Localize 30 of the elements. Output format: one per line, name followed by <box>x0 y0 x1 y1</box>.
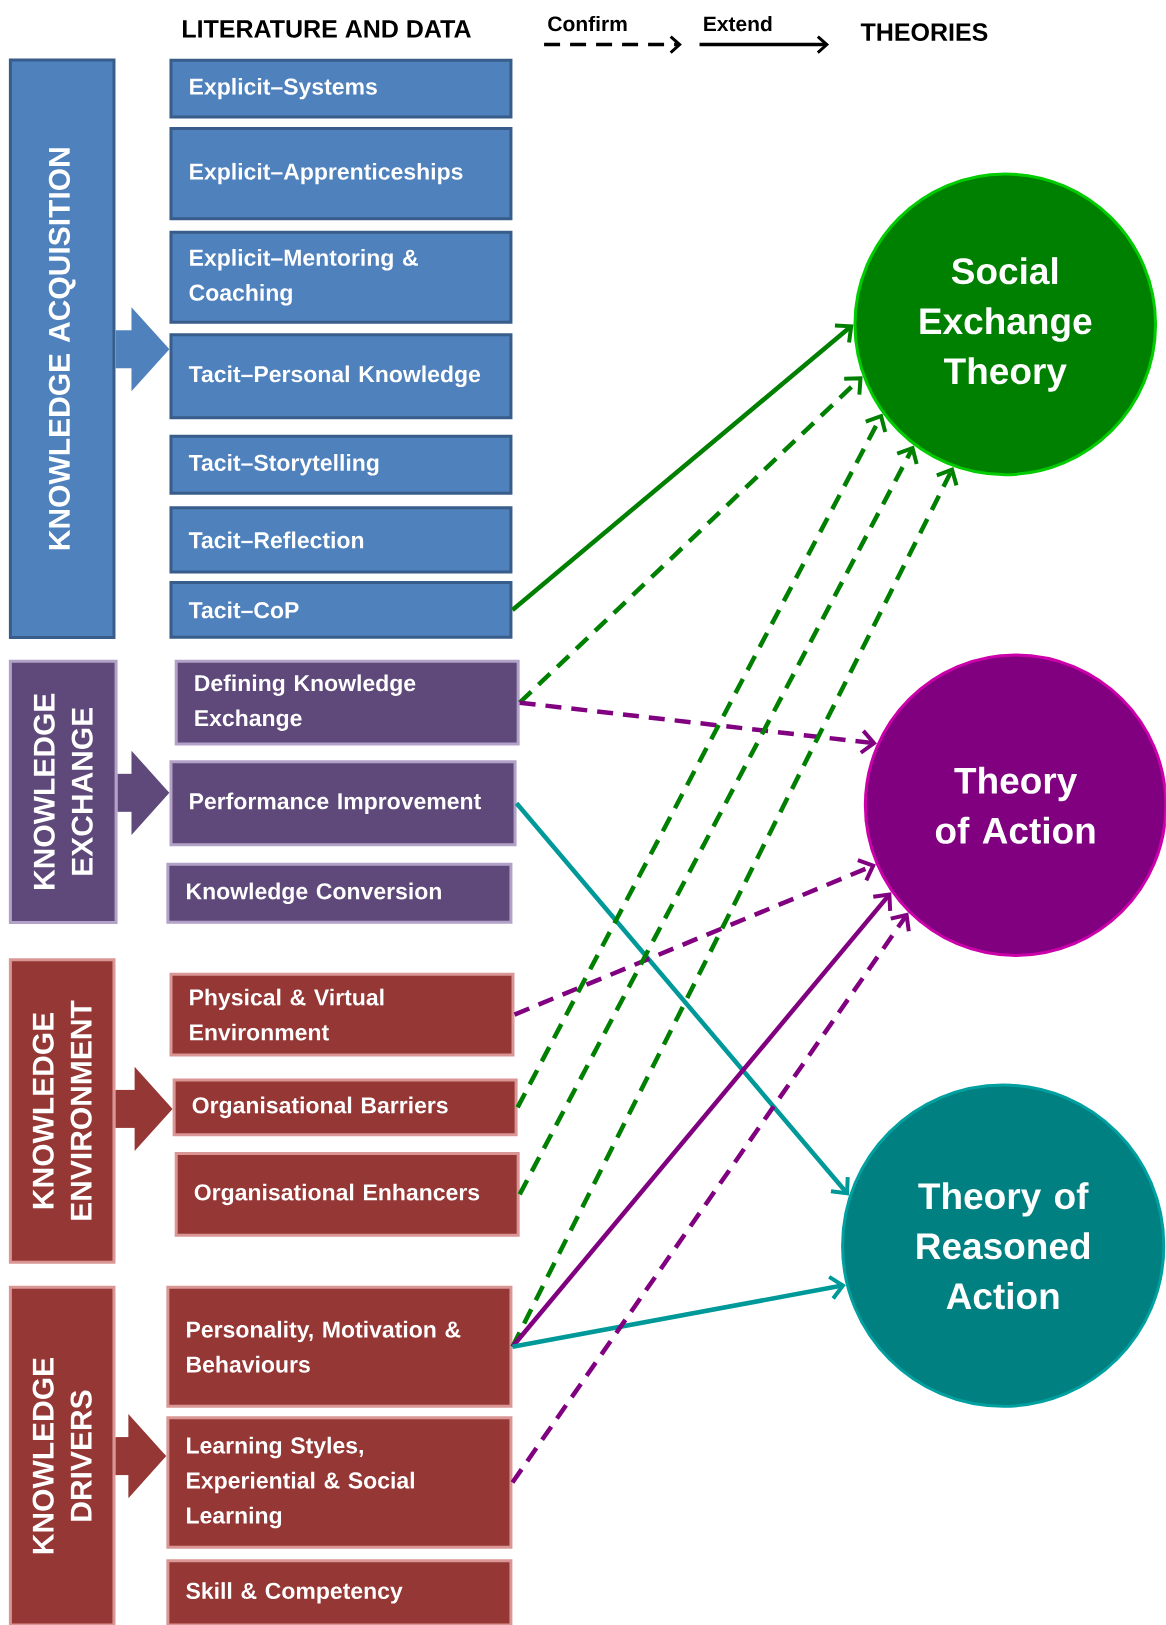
arrow <box>510 912 911 1484</box>
legend-label: Confirm <box>548 15 627 32</box>
topic-box: Explicit–Mentoring & Coaching <box>169 230 513 324</box>
arrow <box>519 700 878 755</box>
arrow <box>511 323 854 612</box>
arrow <box>513 858 876 1017</box>
topic-box: Physical & Virtual Environment <box>169 972 515 1057</box>
arrow <box>512 1275 846 1349</box>
topic-box: Personality, Motivation & Behaviours <box>166 1285 513 1408</box>
category-band: KNOWLEDGE ENVIRONMENT <box>8 958 116 1264</box>
category-band: KNOWLEDGE EXCHANGE <box>8 659 118 924</box>
arrow <box>515 413 888 1109</box>
topic-box: Defining Knowledge Exchange <box>174 659 520 746</box>
topic-box: Explicit–Apprenticeships <box>169 127 513 221</box>
arrow <box>514 801 850 1196</box>
topic-box: Tacit–CoP <box>169 580 513 639</box>
arrow <box>510 892 893 1349</box>
topic-box: Tacit–Storytelling <box>169 434 513 495</box>
column-heading: LITERATURE AND DATA <box>183 20 471 38</box>
arrow <box>518 376 863 705</box>
arrow <box>517 445 919 1196</box>
column-heading: THEORIES <box>860 23 988 41</box>
topic-box: Organisational Enhancers <box>174 1151 520 1237</box>
legend-label: Extend <box>704 15 772 32</box>
topic-box: Knowledge Conversion <box>166 862 513 924</box>
topic-box: Explicit–Systems <box>169 58 513 119</box>
category-band: KNOWLEDGE ACQUISITION <box>8 58 116 639</box>
topic-box: Tacit–Reflection <box>169 506 513 574</box>
topic-box: Skill & Competency <box>166 1559 513 1625</box>
category-band: KNOWLEDGE DRIVERS <box>8 1285 116 1625</box>
